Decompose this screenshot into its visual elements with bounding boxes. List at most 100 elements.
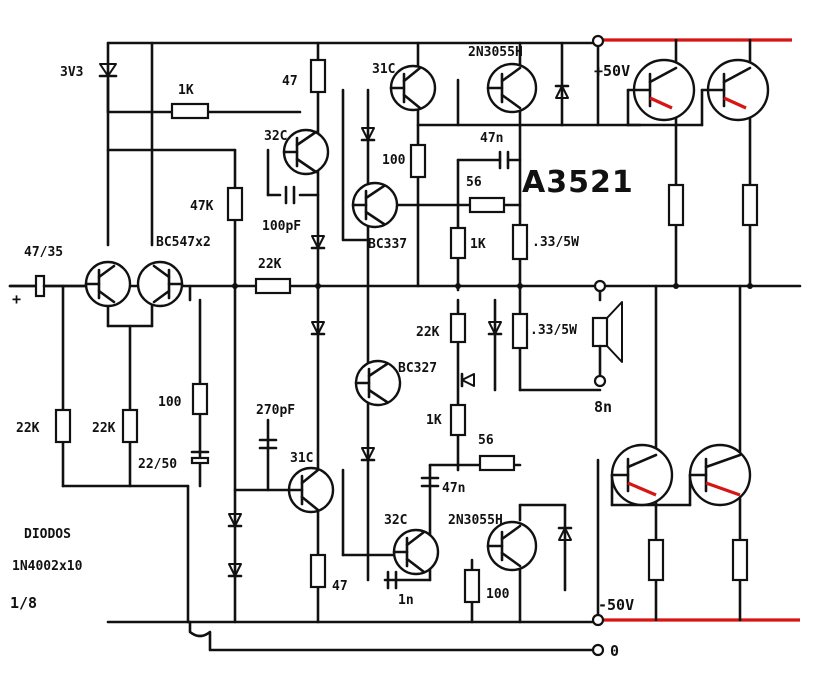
diode-2	[310, 321, 326, 336]
terminals	[232, 34, 753, 657]
label-r-1k-mid: 1K	[470, 237, 486, 252]
label-r-100-bot: 100	[486, 587, 510, 602]
label-zener: 3V3	[60, 65, 83, 80]
transistor-out-bot-2	[688, 443, 752, 507]
label-r-47k: 47K	[190, 199, 214, 214]
resistor-100-mid	[409, 143, 427, 179]
diode-10	[557, 526, 573, 541]
label-c-47n-top: 47n	[480, 131, 503, 146]
label-r-22k-in1: 22K	[16, 421, 40, 436]
label-negative-rail: -50V	[598, 596, 634, 614]
diode-6	[487, 321, 503, 336]
resistor-out1	[667, 183, 685, 227]
diode-9	[227, 563, 243, 578]
resistor-100-bot	[463, 568, 481, 604]
resistor-1k-top	[170, 102, 210, 120]
resistor-56-top	[468, 196, 506, 214]
label-q-bc547: BC547x2	[156, 235, 211, 250]
zener-3v3	[98, 63, 118, 78]
label-r-100-left: 100	[158, 395, 182, 410]
resistors	[54, 58, 759, 604]
label-c-input: 47/35	[24, 245, 63, 260]
resistor-22k-in1	[54, 408, 72, 444]
label-q-32c-bot: 32C	[384, 513, 407, 528]
label-r-033-top: .33/5W	[532, 235, 579, 250]
transistor-bc337	[351, 181, 399, 229]
label-q-32c-top: 32C	[264, 129, 287, 144]
diode-7	[460, 372, 475, 388]
label-q-2n3055-top: 2N3055H	[468, 45, 523, 60]
transistor-32c-top	[282, 128, 330, 176]
transistor-out-top-2	[700, 58, 770, 122]
diode-5	[554, 84, 570, 99]
transistor-2n3055-bot	[486, 520, 538, 572]
label-ground: 0	[610, 642, 619, 660]
terminal-output	[593, 279, 607, 293]
capacitors	[190, 150, 522, 590]
label-q-31c-bot: 31C	[290, 451, 313, 466]
label-speaker-imp: 8n	[594, 398, 612, 416]
label-c-100pf: 100pF	[262, 219, 301, 234]
label-r-22k-mid: 22K	[416, 325, 440, 340]
terminal-negative	[591, 613, 605, 627]
resistor-56-bot	[478, 454, 516, 472]
terminal-positive	[591, 34, 605, 48]
diode-3	[360, 127, 376, 142]
resistor-1k-bot	[449, 403, 467, 437]
capacitor-1n	[386, 570, 398, 590]
resistor-22k-mid	[449, 312, 467, 344]
capacitor-270pf	[258, 438, 278, 450]
terminal-ground	[591, 643, 605, 657]
capacitor-47n-top	[498, 150, 522, 170]
transistor-32c-bot	[392, 528, 440, 576]
resistor-out4	[731, 538, 749, 582]
label-positive-rail: +50V	[594, 62, 630, 80]
label-r-1k-bot: 1K	[426, 413, 442, 428]
capacitor-47n-bot	[420, 476, 440, 488]
transistor-2n3055-top	[486, 62, 538, 114]
speaker-output	[591, 284, 623, 382]
resistor-1k-mid	[449, 226, 467, 260]
transistors	[84, 58, 770, 576]
input-stage	[8, 41, 302, 624]
label-r-56-top: 56	[466, 175, 482, 190]
diodes	[98, 63, 573, 578]
label-scale: 1/8	[10, 594, 37, 612]
label-r-56-bot: 56	[478, 433, 494, 448]
resistor-47-top	[309, 58, 327, 94]
resistor-22k-in2	[121, 408, 139, 444]
diode-1	[310, 235, 326, 250]
schematic-title: A3521	[522, 165, 634, 200]
transistor-bc327	[354, 359, 402, 407]
transistor-31c-top	[389, 64, 437, 112]
output-transistors	[596, 38, 752, 622]
terminal-speaker	[593, 374, 607, 388]
resistor-22k-fb	[254, 277, 292, 295]
label-q-31c-top: 31C	[372, 62, 395, 77]
label-r-47-bot: 47	[332, 579, 348, 594]
label-q-bc327: BC327	[398, 361, 437, 376]
label-diodes-title: DIODOS	[24, 527, 71, 542]
resistor-033-top	[511, 223, 529, 261]
capacitor-22-50	[190, 450, 210, 465]
transistor-bc547-b	[136, 260, 184, 308]
label-r-47-top: 47	[282, 74, 298, 89]
label-c-1n: 1n	[398, 593, 414, 608]
label-c-270pf: 270pF	[256, 403, 295, 418]
label-input-plus: +	[12, 290, 21, 308]
label-r-100-mid: 100	[382, 153, 406, 168]
transistor-out-bot-1	[610, 443, 674, 507]
labels: A3521 +50V -50V 0 + 3V3 1K 47 32C 31C 2N…	[10, 45, 634, 660]
transistor-31c-bot	[287, 466, 335, 514]
resistor-033-bot	[511, 312, 529, 350]
label-diodes-part: 1N4002x10	[12, 559, 83, 574]
resistor-47k	[226, 186, 244, 222]
diode-4	[360, 447, 376, 462]
label-r-1k-top: 1K	[178, 83, 194, 98]
resistor-47-bot	[309, 553, 327, 589]
resistor-100-left	[191, 382, 209, 416]
label-c-22-50: 22/50	[138, 457, 177, 472]
transistor-bc547-a	[84, 260, 132, 308]
